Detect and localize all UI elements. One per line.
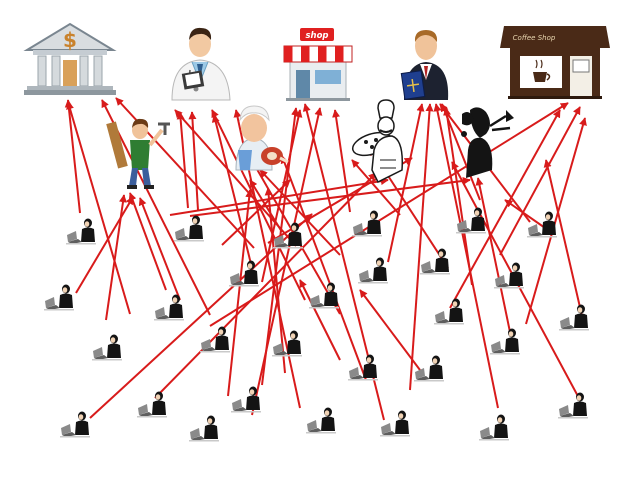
shop-icon: shop — [283, 28, 353, 101]
laptop-user-icon — [66, 218, 96, 245]
coffee-shop-sign: Coffee Shop — [513, 34, 556, 42]
laptop-user-icon — [490, 328, 520, 355]
bank-icon: $ — [23, 22, 117, 95]
laptop-user-icon — [154, 294, 184, 321]
connection-arrow — [169, 177, 389, 216]
handyman-icon — [106, 118, 170, 189]
hairdresser-icon — [461, 107, 514, 178]
laptop-user-icon — [44, 284, 74, 311]
connection-arrow — [409, 103, 434, 391]
connection-arrow — [176, 111, 189, 209]
coffee-shop-icon: Coffee Shop — [500, 26, 610, 99]
connection-arrow — [499, 106, 581, 256]
connection-arrow — [138, 197, 181, 301]
connection-arrow — [332, 109, 351, 213]
connection-arrow — [475, 177, 511, 333]
laptop-user-icon — [352, 210, 382, 237]
laptop-user-icon — [358, 257, 388, 284]
connection-arrow — [443, 107, 473, 286]
shop-sign-text: shop — [305, 31, 328, 41]
bank-dollar-sign: $ — [63, 28, 77, 52]
pizza-chef-icon — [351, 99, 404, 184]
lawyer-icon — [400, 30, 449, 100]
laptop-user-icon — [527, 211, 557, 238]
doctor-icon — [171, 27, 231, 101]
connection-arrow — [251, 107, 323, 416]
laptop-user-icon — [558, 392, 588, 419]
connection-arrow — [259, 169, 341, 256]
laptop-user-icon — [92, 334, 122, 361]
laptop-user-icon — [479, 414, 509, 441]
laptop-user-icon — [137, 391, 167, 418]
connection-arrow — [387, 103, 425, 263]
laptop-user-icon — [60, 411, 90, 438]
laptop-user-icon — [420, 248, 450, 275]
connection-arrow — [128, 192, 167, 291]
connection-arrow — [261, 109, 303, 283]
connection-arrow — [525, 117, 587, 325]
connection-arrow — [66, 101, 131, 315]
connection-arrow — [359, 289, 421, 371]
laptop-user-icon — [229, 260, 259, 287]
laptop-user-icon — [174, 215, 204, 242]
laptop-user-icon — [559, 304, 589, 331]
connection-arrow — [211, 109, 306, 301]
laptop-user-icon — [306, 407, 336, 434]
laptop-user-icon — [348, 354, 378, 381]
connection-arrow — [504, 199, 549, 231]
connection-arrow — [188, 111, 199, 211]
laptop-user-icon — [380, 410, 410, 437]
laptop-user-icon — [231, 386, 261, 413]
butcher-icon — [235, 105, 289, 171]
connection-arrow — [105, 194, 127, 321]
connection-arrow — [264, 187, 286, 374]
connection-arrow — [209, 102, 569, 327]
connection-arrow — [154, 172, 377, 399]
laptop-user-icon — [434, 298, 464, 325]
connection-arrow — [64, 99, 81, 214]
connection-arrow — [543, 159, 583, 317]
connection-arrow — [299, 279, 341, 361]
laptop-user-icon — [189, 415, 219, 442]
connection-arrow — [351, 159, 401, 216]
connection-arrow — [449, 109, 561, 309]
connection-arrow — [75, 196, 134, 294]
connection-arrow — [227, 189, 254, 397]
connection-arrow — [101, 99, 211, 316]
connection-arrow — [211, 114, 253, 269]
laptop-user-icon — [200, 326, 230, 353]
connection-arrow — [280, 155, 367, 381]
